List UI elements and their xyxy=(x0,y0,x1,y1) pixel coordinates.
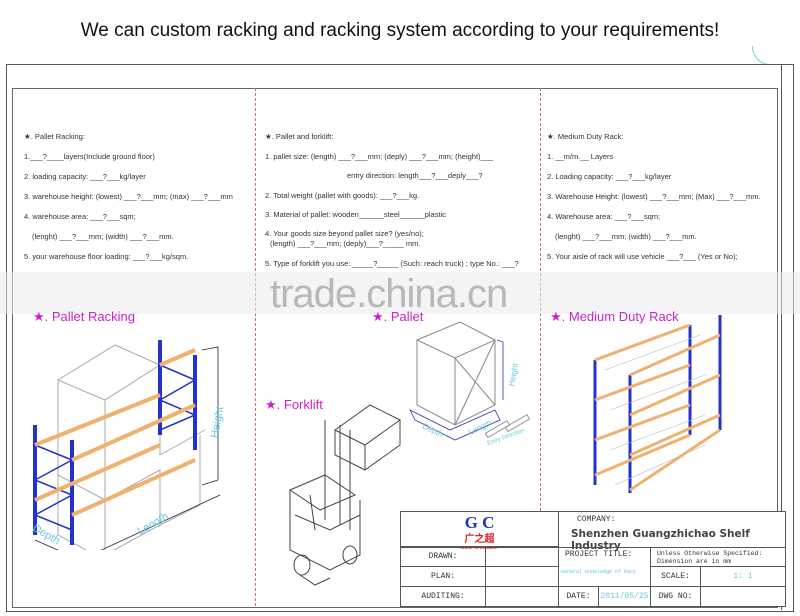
auditing-value xyxy=(486,587,559,606)
form-line: 4. Your goods size beyond pallet size? (… xyxy=(265,228,424,238)
company-logo: G C 广之超 SHELF SPECIALIST xyxy=(401,512,559,550)
frame-right-line xyxy=(781,64,782,610)
form-line: (length) ___?___mm; (deply)___?_____ mm. xyxy=(270,238,421,248)
height-dim: Height xyxy=(507,362,520,387)
form-line: 2. loading capacity: ___?___kg/layer xyxy=(24,172,146,181)
entry-direction-dim: Entry Direction xyxy=(487,428,526,447)
height-dim: Height xyxy=(209,406,226,439)
medium-duty-form: ★. Medium Duty Rack: 1. __m/m.__ Layers … xyxy=(547,127,761,267)
depth-dim: Depth xyxy=(31,522,62,547)
auditing-label: AUDITING: xyxy=(401,587,486,606)
plan-label: PLAN: xyxy=(401,567,486,587)
date-value: 2011/05/25 xyxy=(599,587,651,606)
drawing-frame xyxy=(6,64,794,612)
column-divider xyxy=(540,88,541,606)
form-line: 5. Your aisle of rack will use vehicle _… xyxy=(547,252,738,261)
form-line: 5. Type of forklift you use: _____?_____… xyxy=(265,258,519,268)
drawn-label: DRAWN: xyxy=(401,547,486,567)
form-line: 2. Loading capacity: ___?___kg/layer xyxy=(547,172,672,181)
form-line: entry direction: length___?___deply___? xyxy=(347,171,483,180)
column-divider xyxy=(255,88,256,606)
date-label: DATE: xyxy=(559,587,599,606)
form-line: 5. your warehouse floor loading: ___?___… xyxy=(24,252,189,261)
medium-duty-label: ★. Medium Duty Rack xyxy=(550,309,679,324)
depth-dim: Depth xyxy=(421,422,444,439)
project-title-label: PROJECT TITLE: xyxy=(565,550,633,559)
forklift-drawing xyxy=(288,404,401,586)
plan-value xyxy=(486,567,559,587)
pallet-label: ★. Pallet xyxy=(372,309,424,324)
section-heading: ★. Medium Duty Rack: xyxy=(547,132,624,141)
corner-decoration xyxy=(752,46,793,65)
company-label: COMPANY: xyxy=(577,515,616,524)
section-heading: ★. Pallet and forklift: xyxy=(265,132,334,141)
title-block: G C 广之超 SHELF SPECIALIST COMPANY: Shenzh… xyxy=(400,511,786,607)
forklift-label: ★. Forklift xyxy=(265,397,323,412)
form-line: 1.___?____layers(Include ground floor) xyxy=(24,152,155,161)
section-heading: ★. Pallet Racking: xyxy=(24,132,85,141)
pallet-racking-form: ★. Pallet Racking: 1.___?____layers(Incl… xyxy=(24,127,233,267)
pallet-racking-drawing: Height Length Depth xyxy=(31,340,226,550)
watermark: trade.china.cn xyxy=(270,272,508,316)
form-line: 4. Warehouse area: ___?___sqm; xyxy=(547,212,661,221)
length-dim: Length xyxy=(136,510,171,537)
dwg-no-value xyxy=(701,587,785,606)
watermark-band xyxy=(0,272,800,314)
form-line: (lenght) ___?___mm; (width) ___?___mm. xyxy=(32,232,174,241)
form-line: 2. Total weight (pallet with goods): ___… xyxy=(265,190,420,200)
company-name: Shenzhen Guangzhichao Shelf Industry xyxy=(571,528,750,552)
form-line: 3. Warehouse Height: (lowest) ___?___mm;… xyxy=(547,192,761,201)
project-title: General Knowledge of Rack xyxy=(561,569,637,575)
specification-note: Unless Otherwise Specified: Dimension ar… xyxy=(651,547,785,567)
form-line: 1. pallet size: (length) ___?___mm; (dep… xyxy=(265,151,494,161)
pallet-forklift-form: ★. Pallet and forklift: 1. pallet size: … xyxy=(265,127,519,273)
scale-value: 1: 1 xyxy=(701,567,785,587)
pallet-racking-label: ★. Pallet Racking xyxy=(33,309,135,324)
scale-label: SCALE: xyxy=(651,567,701,587)
pallet-drawing: Depth Length Height Entry Direction xyxy=(409,321,531,447)
form-line: 4. warehouse area: ___?___sqm; xyxy=(24,212,136,221)
drawing-inner-border xyxy=(12,88,778,608)
page-title: We can custom racking and racking system… xyxy=(80,20,720,41)
form-line: (lenght) ___?___mm; (width) ___?___mm. xyxy=(555,232,697,241)
form-line: 3. Material of pallet: wooden______steel… xyxy=(265,210,446,219)
form-line: 1. __m/m.__ Layers xyxy=(547,152,614,161)
dwg-no-label: DWG NO: xyxy=(651,587,701,606)
medium-duty-rack-drawing: Length xyxy=(593,315,722,493)
drawn-value xyxy=(486,547,559,567)
form-line: 3. warehouse height: (lowest) ___?___mm;… xyxy=(24,192,233,201)
project-title-cell: PROJECT TITLE: General Knowledge of Rack xyxy=(559,547,651,587)
